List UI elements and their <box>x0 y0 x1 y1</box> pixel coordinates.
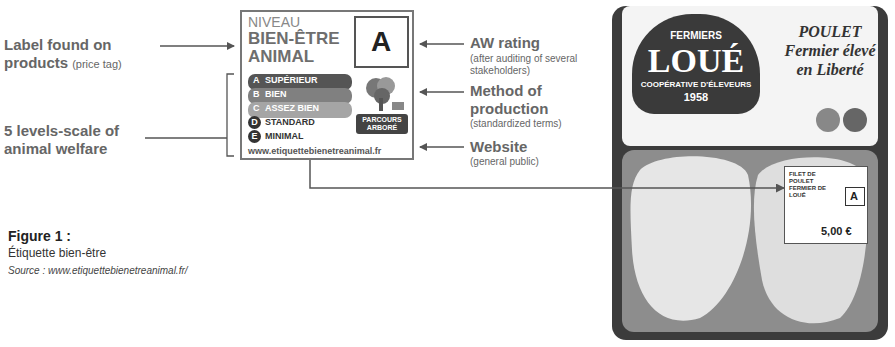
node-text: FERMIERS <box>638 30 754 42</box>
product-package: POULET Fermier élevé en Liberté FERMIERSL… <box>612 6 888 340</box>
leader-line <box>145 137 227 138</box>
rating-box-small: A <box>845 187 865 206</box>
chicken-fillet <box>754 157 868 323</box>
node-text: D <box>248 116 261 129</box>
production-badge: PARCOURS ARBORÉ <box>356 114 408 134</box>
node-text: B <box>253 88 260 101</box>
node-text: C <box>253 102 260 115</box>
node-text: A <box>253 74 260 87</box>
node-text: BIEN <box>265 88 287 101</box>
quality-seal <box>843 108 867 132</box>
node-text: ASSEZ BIEN <box>265 102 319 115</box>
scale-bracket <box>227 74 234 156</box>
rating-box: A <box>354 16 409 68</box>
annotation-text: (price tag) <box>72 58 122 70</box>
annotation-text: (general public) <box>470 156 539 168</box>
leader-arrow <box>420 43 464 44</box>
figure-caption: Source : www.etiquettebienetreanimal.fr/ <box>8 264 188 277</box>
annotation-text: 5 levels-scale of animal welfare <box>4 122 144 158</box>
connector-arrow <box>310 160 784 188</box>
annotation-text: AW rating <box>470 34 540 52</box>
node-text: STANDARD <box>265 116 315 129</box>
figure-caption: Figure 1 : <box>8 228 71 245</box>
node-text: PARCOURS ARBORÉ <box>358 116 406 132</box>
leader-arrow <box>160 45 234 46</box>
node-text: LOUÉ <box>638 42 754 80</box>
node-text: POULET Fermier élevé en Liberté <box>780 22 880 79</box>
node-text: www.etiquettebienetreanimal.fr <box>248 146 381 157</box>
node-text: SUPÉRIEUR <box>265 74 318 87</box>
package-tray <box>612 6 888 340</box>
leader-arrow <box>420 91 464 92</box>
node-text: NIVEAU <box>248 14 300 30</box>
tray-inner <box>622 150 878 332</box>
node-text: 5,00 € <box>821 225 852 238</box>
node-text: BIEN-ÊTRE ANIMAL <box>248 30 350 66</box>
node-text: A <box>846 189 862 203</box>
scale-level: C ASSEZ BIEN <box>248 102 352 118</box>
tree-icon <box>360 76 406 112</box>
annotation-text: Method of production <box>470 82 570 118</box>
chicken-fillet <box>630 156 751 320</box>
figure-caption: Étiquette bien-être <box>8 246 106 261</box>
annotation-text: Website <box>470 138 527 156</box>
node-text: MINIMAL <box>265 130 304 143</box>
leader-arrow <box>420 146 464 147</box>
scale-level: D STANDARD <box>248 116 352 132</box>
node-text: FILET DE POULET FERMIER DE LOUÉ <box>789 171 841 199</box>
price-tag: FILET DE POULET FERMIER DE LOUÉ 5,00 € A <box>784 166 868 244</box>
welfare-label: NIVEAUBIEN-ÊTRE ANIMAL www.etiquettebiene… <box>240 10 414 160</box>
scale-level: E MINIMAL <box>248 130 352 146</box>
node-text: COOPÉRATIVE D'ÉLEVEURS <box>638 80 754 90</box>
brand-logo: FERMIERSLOUÉCOOPÉRATIVE D'ÉLEVEURS1958 <box>632 14 760 114</box>
node-text: 1958 <box>638 90 754 104</box>
annotation-group: Label found on products(price tag) <box>4 36 154 73</box>
annotation-text: (after auditing of several stakeholders) <box>470 53 582 77</box>
annotation-text: (standardized terms) <box>470 118 590 130</box>
node-text: E <box>248 130 261 143</box>
node-text: A <box>356 27 406 57</box>
quality-seal <box>816 108 840 132</box>
